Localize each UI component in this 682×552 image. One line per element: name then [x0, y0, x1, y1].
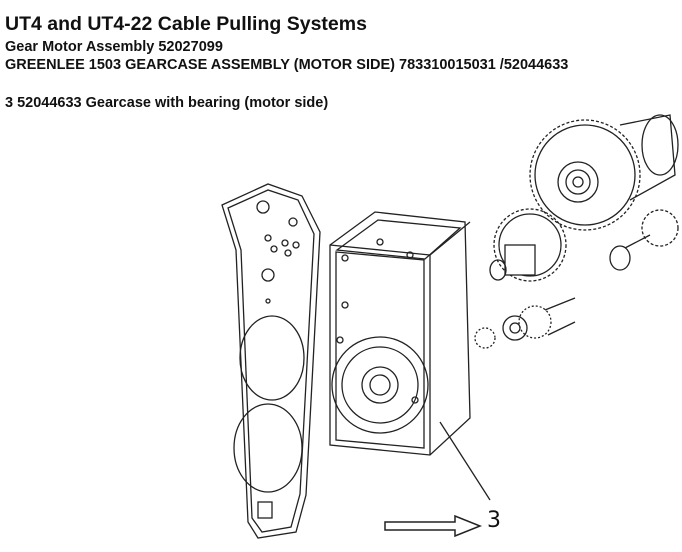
callout-leader-line — [439, 421, 491, 501]
callout-number: 3 — [487, 508, 501, 533]
mounting-plate — [221, 183, 321, 539]
assembly-subtitle: Gear Motor Assembly 52027099 — [5, 39, 223, 55]
gearcase — [329, 211, 471, 456]
part-list-item: 3 52044633 Gearcase with bearing (motor … — [5, 95, 329, 111]
assembly-part-line: GREENLEE 1503 GEARCASE ASSEMBLY (MOTOR S… — [5, 57, 569, 73]
page-title: UT4 and UT4-22 Cable Pulling Systems — [5, 13, 367, 35]
gear-train — [474, 114, 679, 349]
outline-arrow-right-icon — [384, 514, 483, 538]
